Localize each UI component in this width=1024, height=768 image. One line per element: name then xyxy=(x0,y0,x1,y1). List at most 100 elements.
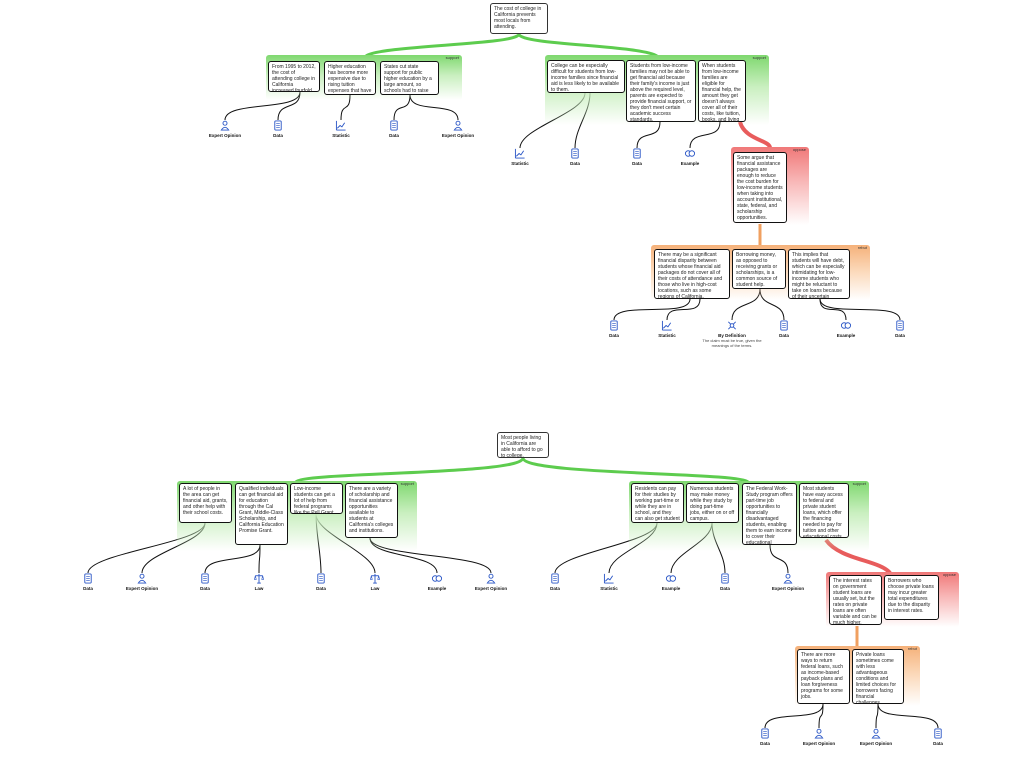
evidence-node[interactable]: Statistic xyxy=(500,148,540,166)
support-card[interactable]: Numerous students may make money while t… xyxy=(686,483,739,523)
evidence-node[interactable]: Law xyxy=(239,573,279,591)
expert-opinion-icon xyxy=(871,728,881,739)
evidence-node[interactable]: Data xyxy=(535,573,575,591)
evidence-node[interactable]: Data xyxy=(185,573,225,591)
evidence-link xyxy=(409,94,459,121)
evidence-label: Data xyxy=(389,133,399,138)
law-icon xyxy=(370,573,380,584)
evidence-node[interactable]: Data xyxy=(705,573,745,591)
example-icon xyxy=(665,575,677,582)
evidence-label: Expert Opinion xyxy=(125,586,159,591)
support-card[interactable]: Students from low-income families may no… xyxy=(626,60,696,122)
data-icon xyxy=(761,728,769,739)
oppose-card[interactable]: Some argue that financial assistance pac… xyxy=(733,152,787,223)
support-card[interactable]: Residents can pay for their studies by w… xyxy=(631,483,684,523)
evidence-node[interactable]: Data xyxy=(617,148,657,166)
evidence-node[interactable]: Data xyxy=(764,320,804,338)
evidence-label: Data xyxy=(609,333,619,338)
data-icon xyxy=(390,120,398,131)
evidence-link xyxy=(818,703,824,729)
evidence-link xyxy=(875,703,879,729)
support-link xyxy=(517,32,658,58)
evidence-node[interactable]: Statistic xyxy=(321,120,361,138)
evidence-node[interactable]: Expert Opinion xyxy=(856,728,896,746)
support-card[interactable]: Most students have easy access to federa… xyxy=(799,483,849,538)
evidence-node[interactable]: Data xyxy=(745,728,785,746)
support-link xyxy=(365,32,521,58)
support-card[interactable]: Higher education has become more expensi… xyxy=(324,61,376,95)
group-tag: rebut xyxy=(907,646,917,651)
evidence-node[interactable]: Example xyxy=(651,573,691,591)
data-icon xyxy=(571,148,579,159)
evidence-node[interactable]: Data xyxy=(258,120,298,138)
evidence-node[interactable]: Law xyxy=(355,573,395,591)
support-card[interactable]: There are a variety of scholarship and f… xyxy=(345,483,398,538)
support-card[interactable]: A lot of people in the area can get fina… xyxy=(179,483,232,523)
rebut-card[interactable]: Borrowing money, as opposed to receiving… xyxy=(732,249,786,289)
support-card[interactable]: The Federal Work-Study program offers pa… xyxy=(742,483,797,545)
oppose-card[interactable]: Borrowers who choose private loans may i… xyxy=(884,575,939,620)
evidence-node[interactable]: Example xyxy=(670,148,710,166)
evidence-label: Expert Opinion xyxy=(208,133,242,138)
evidence-label: Example xyxy=(680,161,700,166)
support-card[interactable]: Low-income students can get a lot of hel… xyxy=(290,483,343,514)
group-tag: support xyxy=(852,481,866,486)
group-tag: support xyxy=(752,55,766,60)
evidence-node[interactable]: Data xyxy=(880,320,920,338)
evidence-node[interactable]: Expert Opinion xyxy=(205,120,245,138)
evidence-label: Data xyxy=(316,586,326,591)
statistic-icon xyxy=(603,573,614,584)
evidence-node[interactable]: Statistic xyxy=(647,320,687,338)
data-icon xyxy=(780,320,788,331)
evidence-node[interactable]: Example xyxy=(417,573,457,591)
evidence-node[interactable]: Data xyxy=(68,573,108,591)
evidence-label: Data xyxy=(550,586,560,591)
rebut-card[interactable]: This implies that students will have deb… xyxy=(788,249,850,299)
evidence-node[interactable]: Expert Opinion xyxy=(471,573,511,591)
evidence-node[interactable]: Expert Opinion xyxy=(768,573,808,591)
evidence-label: Data xyxy=(273,133,283,138)
evidence-node[interactable]: Expert Opinion xyxy=(438,120,478,138)
root-claim-2[interactable]: Most people living in California are abl… xyxy=(497,432,549,459)
law-icon xyxy=(254,573,264,584)
root-claim-1[interactable]: The cost of college in California preven… xyxy=(490,3,548,34)
evidence-link xyxy=(764,703,824,729)
support-card[interactable]: When students from low-income families a… xyxy=(698,60,746,122)
evidence-node[interactable]: Example xyxy=(826,320,866,338)
evidence-link xyxy=(636,121,661,149)
evidence-node[interactable]: Expert Opinion xyxy=(122,573,162,591)
evidence-label: Data xyxy=(760,741,770,746)
evidence-link xyxy=(666,298,701,321)
support-card[interactable]: Qualified individuals can get financial … xyxy=(235,483,288,545)
evidence-node[interactable]: Data xyxy=(301,573,341,591)
evidence-node[interactable]: Data xyxy=(555,148,595,166)
evidence-node[interactable]: Expert Opinion xyxy=(799,728,839,746)
oppose-card[interactable]: The interest rates on government student… xyxy=(829,575,882,625)
rebut-card[interactable]: There may be a significant financial dis… xyxy=(654,249,730,299)
evidence-label: Data xyxy=(570,161,580,166)
support-card[interactable]: College can be especially difficult for … xyxy=(547,60,625,93)
evidence-node[interactable]: By Definition xyxy=(712,320,752,338)
data-icon xyxy=(934,728,942,739)
evidence-node[interactable]: Data xyxy=(374,120,414,138)
oppose-link xyxy=(738,121,772,149)
support-card[interactable]: States cut state support for public high… xyxy=(380,61,439,95)
example-icon xyxy=(840,322,852,329)
rebut-card[interactable]: There are more ways to return federal lo… xyxy=(797,649,850,704)
evidence-label: Data xyxy=(779,333,789,338)
expert-opinion-icon xyxy=(486,573,496,584)
evidence-label: Statistic xyxy=(332,133,350,138)
evidence-label: Law xyxy=(254,586,264,591)
evidence-node[interactable]: Statistic xyxy=(589,573,629,591)
group-tag: rebut xyxy=(857,245,867,250)
evidence-node[interactable]: Data xyxy=(918,728,958,746)
data-icon xyxy=(84,573,92,584)
evidence-label: Data xyxy=(200,586,210,591)
data-icon xyxy=(610,320,618,331)
group-tag: oppose xyxy=(792,147,806,152)
rebut-card[interactable]: Private loans sometimes come with less a… xyxy=(852,649,904,704)
support-card[interactable]: From 1995 to 2012, the cost of attending… xyxy=(268,61,320,92)
support-link xyxy=(521,456,750,484)
evidence-label: Expert Opinion xyxy=(771,586,805,591)
evidence-node[interactable]: Data xyxy=(594,320,634,338)
